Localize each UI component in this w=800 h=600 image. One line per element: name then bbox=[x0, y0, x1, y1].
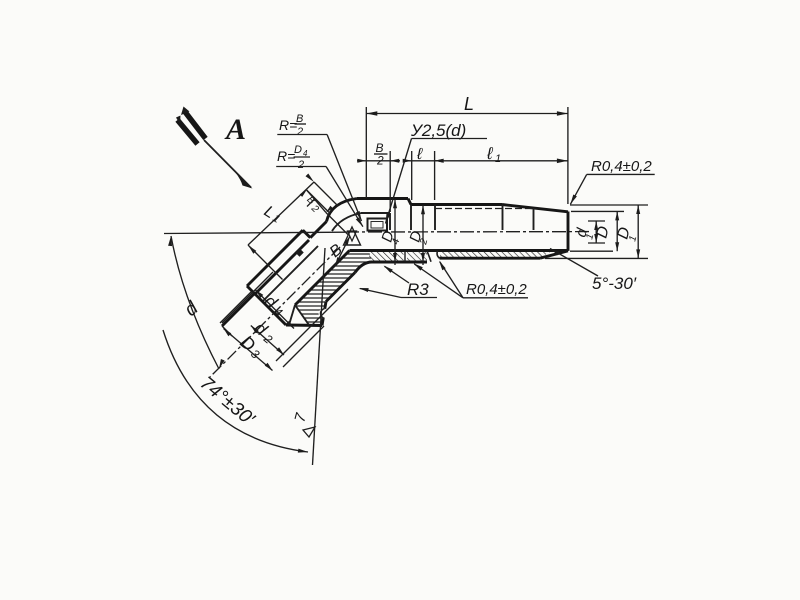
svg-text:74°±30′: 74°±30′ bbox=[196, 373, 260, 431]
svg-text:R0,4±0,2: R0,4±0,2 bbox=[591, 158, 652, 175]
svg-text:R3: R3 bbox=[407, 280, 429, 299]
svg-text:2: 2 bbox=[296, 126, 303, 138]
svg-text:D: D bbox=[294, 144, 302, 156]
svg-text:D: D bbox=[378, 229, 397, 244]
svg-text:У2,5(d): У2,5(d) bbox=[410, 121, 466, 140]
svg-text:R=: R= bbox=[279, 117, 297, 133]
svg-text:2: 2 bbox=[418, 237, 430, 247]
svg-text:1: 1 bbox=[584, 233, 596, 241]
svg-text:B: B bbox=[296, 113, 303, 125]
svg-text:5°-30′: 5°-30′ bbox=[592, 274, 637, 293]
svg-text:d: d bbox=[181, 297, 204, 321]
svg-text:1: 1 bbox=[270, 212, 282, 225]
svg-text:ℓ: ℓ bbox=[486, 144, 493, 163]
svg-text:4: 4 bbox=[303, 149, 308, 158]
svg-text:A: A bbox=[224, 113, 246, 146]
svg-text:D: D bbox=[406, 229, 425, 244]
svg-text:4: 4 bbox=[390, 237, 402, 246]
svg-text:R0,4±0,2: R0,4±0,2 bbox=[466, 281, 527, 298]
svg-text:1: 1 bbox=[627, 235, 639, 243]
svg-text:R=: R= bbox=[277, 148, 295, 164]
svg-text:B: B bbox=[376, 141, 384, 155]
svg-text:7: 7 bbox=[291, 411, 310, 424]
svg-text:L: L bbox=[464, 94, 474, 114]
svg-text:D: D bbox=[614, 225, 634, 241]
svg-text:ℓ: ℓ bbox=[416, 146, 423, 163]
svg-text:1: 1 bbox=[495, 153, 501, 165]
svg-text:D: D bbox=[593, 224, 613, 240]
svg-text:2: 2 bbox=[297, 159, 304, 171]
svg-text:2: 2 bbox=[376, 154, 384, 168]
